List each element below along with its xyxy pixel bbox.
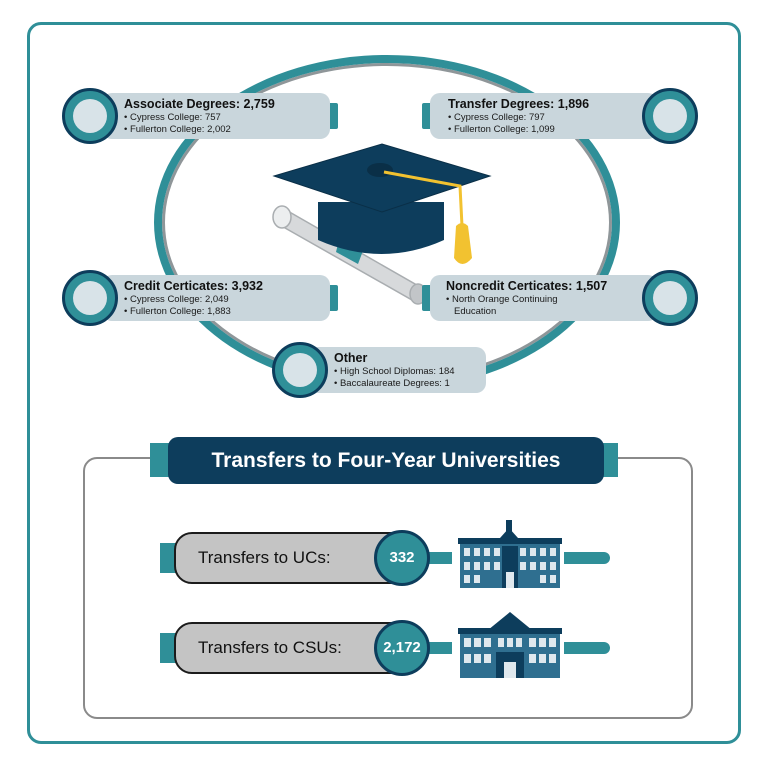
transfer-degrees-card: Transfer Degrees: 1,896 Cypress College:… (418, 88, 698, 144)
transfer-fullerton: Fullerton College: 1,099 (448, 124, 658, 136)
transfer-csu-value: 2,172 (374, 620, 430, 676)
credit-fullerton: Fullerton College: 1,883 (124, 306, 330, 318)
other-baccalaureate: Baccalaureate Degrees: 1 (334, 378, 486, 390)
credit-certificates-card: Credit Certicates: 3,932 Cypress College… (62, 270, 342, 326)
transfer-row-csu: Transfers to CSUs: 2,172 (160, 612, 620, 680)
credit-cypress: Cypress College: 2,049 (124, 294, 330, 306)
transfer-cypress: Cypress College: 797 (448, 112, 658, 124)
credit-certificates-title: Credit Certicates: 3,932 (124, 279, 263, 293)
transfers-heading: Transfers to Four-Year Universities (168, 437, 604, 484)
uc-building-icon (458, 520, 562, 588)
transfer-degrees-title: Transfer Degrees: 1,896 (448, 97, 590, 111)
badge-ring-icon (642, 88, 698, 144)
graduation-cap-icon (272, 143, 492, 305)
noncredit-certificates-card: Noncredit Certicates: 1,507 North Orange… (418, 270, 698, 326)
badge-ring-icon (62, 88, 118, 144)
infographic-frame (27, 22, 741, 744)
other-card: Other High School Diplomas: 184 Baccalau… (272, 342, 492, 398)
other-title: Other (334, 351, 368, 365)
badge-ring-icon (272, 342, 328, 398)
associate-cypress: Cypress College: 757 (124, 112, 330, 124)
other-high-school: High School Diplomas: 184 (334, 366, 486, 378)
badge-ring-icon (642, 270, 698, 326)
noncredit-certificates-title: Noncredit Certicates: 1,507 (446, 279, 608, 293)
associate-degrees-title: Associate Degrees: 2,759 (124, 97, 275, 111)
badge-ring-icon (62, 270, 118, 326)
noncredit-noce: North Orange Continuing Education (446, 294, 586, 318)
transfer-row-uc: Transfers to UCs: 332 (160, 520, 620, 590)
csu-building-icon (458, 612, 562, 678)
associate-fullerton: Fullerton College: 2,002 (124, 124, 330, 136)
transfer-uc-value: 332 (374, 530, 430, 586)
associate-degrees-card: Associate Degrees: 2,759 Cypress College… (62, 88, 342, 144)
